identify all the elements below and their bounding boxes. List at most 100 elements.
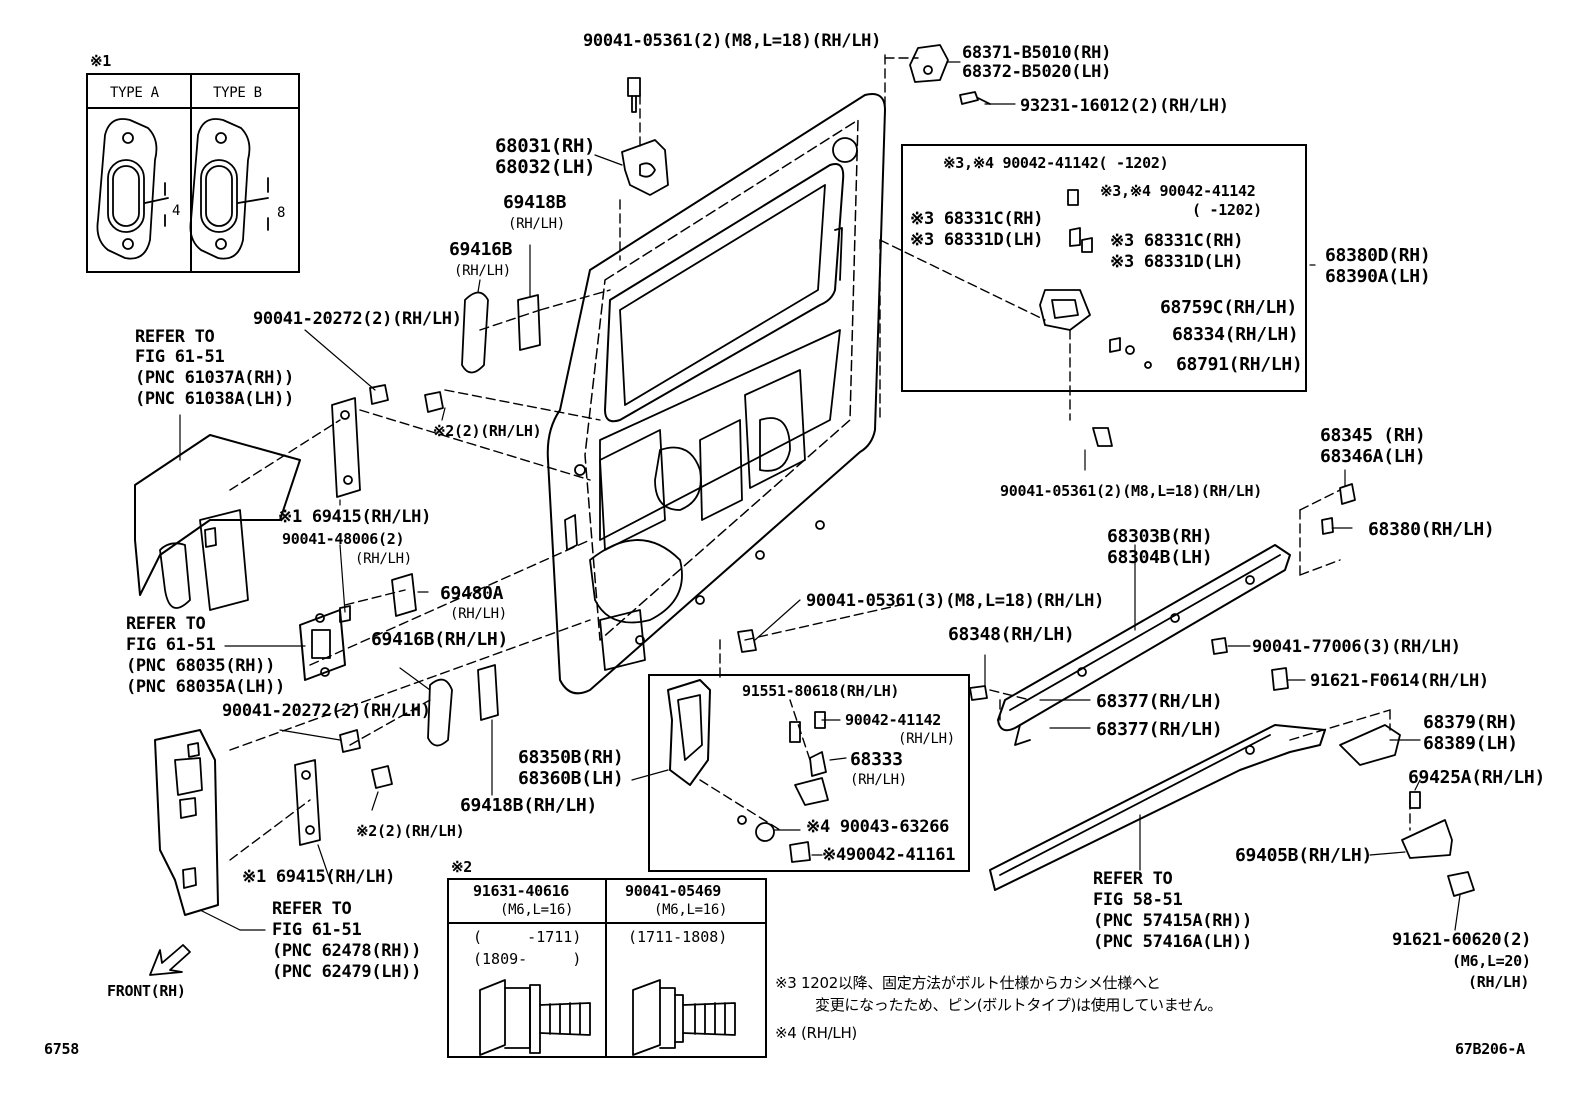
note2-col1-row2: (1809- ) — [473, 950, 582, 968]
label-68331c-right: ※3 68331C(RH) — [1110, 231, 1244, 251]
label-90042-41161: ※490042-41161 — [822, 845, 956, 865]
upper-guide-69416b — [461, 291, 541, 374]
label-69416b-mid: 69416B(RH/LH) — [371, 629, 508, 650]
note4: ※4 (RH/LH) — [775, 1024, 857, 1042]
note2-col2-head: 90041-05469 — [625, 882, 722, 900]
illustration-code: 67B206-A — [1455, 1040, 1525, 1058]
label-68032: 68032(LH) — [495, 156, 596, 178]
label-68350b: 68350B(RH) — [518, 747, 624, 768]
type-a-label: TYPE A — [110, 85, 159, 101]
label-68331c-left: ※3 68331C(RH) — [910, 209, 1044, 229]
figure-number: 6758 — [44, 1040, 79, 1058]
label-refer-61-51-c3: (PNC 62478(RH)) — [272, 941, 422, 961]
label-refer-61-51-a4: (PNC 61038A(LH)) — [135, 389, 294, 409]
label-90042-41142-lower-side: (RH/LH) — [898, 731, 955, 747]
label-68791: 68791(RH/LH) — [1176, 354, 1303, 375]
lower-rear-bracket — [1339, 724, 1475, 897]
type-ab-plates — [96, 118, 269, 260]
label-90041-48006: 90041-48006(2) — [282, 530, 405, 548]
front-direction-label: FRONT(RH) — [107, 982, 186, 1000]
lower-bracket-69415 — [294, 664, 499, 846]
note2-col1-head: 91631-40616 — [473, 882, 570, 900]
striker-plate — [299, 573, 417, 681]
label-68379: 68379(RH) — [1423, 712, 1518, 733]
label-refer-61-51-c2: FIG 61-51 — [272, 920, 362, 940]
note2-col1-spec: (M6,L=16) — [500, 902, 574, 918]
label-90041-20272-top: 90041-20272(2)(RH/LH) — [253, 309, 462, 329]
note2-table — [447, 878, 767, 1058]
label-90043-63266: ※4 90043-63266 — [806, 817, 950, 837]
sliding-door-panel — [546, 93, 886, 695]
label-68331d-right: ※3 68331D(LH) — [1110, 252, 1244, 272]
label-90042-41142-lower: 90042-41142 — [845, 711, 942, 729]
front-arrow-icon — [149, 944, 191, 976]
label-69405b: 69405B(RH/LH) — [1235, 845, 1372, 866]
label-refer-61-51-c4: (PNC 62479(LH)) — [272, 962, 422, 982]
label-refer-61-51-c1: REFER TO — [272, 899, 352, 919]
label-refer-58-51-2: FIG 58-51 — [1093, 890, 1183, 910]
label-68304b: 68304B(LH) — [1107, 547, 1213, 568]
type-a-dim: 4 — [172, 203, 181, 219]
label-refer-61-51-a1: REFER TO — [135, 327, 215, 347]
upper-bracket-69415 — [331, 384, 444, 498]
label-68303b: 68303B(RH) — [1107, 526, 1213, 547]
label-note2-bolt-top: ※2(2)(RH/LH) — [433, 422, 542, 440]
note1-box — [86, 73, 300, 273]
label-68371: 68371-B5010(RH) — [962, 43, 1112, 63]
label-90042-a: ※3,※4 90042-41142( -1202) — [943, 154, 1169, 172]
note3-line2: 変更になったため、ピン(ボルトタイプ)は使用していません。 — [815, 996, 1223, 1014]
upper-pillar-section — [134, 434, 301, 611]
label-68333: 68333 — [850, 749, 903, 770]
lower-rail — [989, 724, 1326, 891]
label-69418b-top: 69418B — [503, 192, 567, 213]
label-68377-a: 68377(RH/LH) — [1096, 691, 1223, 712]
label-90041-05361-mid: 90041-05361(2)(M8,L=18)(RH/LH) — [1000, 482, 1262, 500]
label-69480a-side: (RH/LH) — [450, 606, 507, 622]
label-69480a: 69480A — [440, 583, 504, 604]
label-refer-61-51-b3: (PNC 68035(RH)) — [126, 656, 276, 676]
label-68333-side: (RH/LH) — [850, 772, 907, 788]
label-refer-61-51-a3: (PNC 61037A(RH)) — [135, 368, 294, 388]
label-68331d-left: ※3 68331D(LH) — [910, 230, 1044, 250]
label-93231: 93231-16012(2)(RH/LH) — [1020, 96, 1229, 116]
label-91621-60620-side: (RH/LH) — [1468, 973, 1530, 991]
type-b-label: TYPE B — [213, 85, 262, 101]
lower-pillar-section — [154, 729, 219, 916]
label-68346a: 68346A(LH) — [1320, 446, 1426, 467]
label-90041-20272-lower: 90041-20272(2)(RH/LH) — [222, 701, 431, 721]
label-91621-60620-spec: (M6,L=20) — [1452, 952, 1531, 970]
upper-roller-bracket — [909, 44, 991, 105]
rear-stopper — [1321, 483, 1356, 535]
label-refer-61-51-b2: FIG 61-51 — [126, 635, 216, 655]
label-90041-77006: 90041-77006(3)(RH/LH) — [1252, 637, 1461, 657]
leader-lines — [229, 54, 1411, 861]
label-68390a: 68390A(LH) — [1325, 266, 1431, 287]
label-69425a: 69425A(RH/LH) — [1408, 767, 1545, 788]
label-91551: 91551-80618(RH/LH) — [742, 682, 900, 700]
note2-bolts — [479, 979, 736, 1056]
label-69418b-top-side: (RH/LH) — [508, 216, 565, 232]
label-69416b-top-side: (RH/LH) — [454, 263, 511, 279]
note2-col2-row1: (1711-1808) — [628, 928, 728, 946]
center-roller-assembly — [1039, 189, 1152, 447]
type-b-dim: 8 — [277, 205, 286, 221]
note2-mark: ※2 — [451, 858, 472, 876]
label-note2-bolt-lower: ※2(2)(RH/LH) — [356, 822, 465, 840]
label-68345: 68345 (RH) — [1320, 425, 1426, 446]
label-69415-top: ※1 69415(RH/LH) — [278, 507, 432, 527]
note2-col1-row1: ( -1711) — [473, 928, 582, 946]
note3-line1: ※3 1202以降、固定方法がボルト仕様からカシメ仕様へと — [775, 974, 1161, 992]
label-91621-f0614: 91621-F0614(RH/LH) — [1310, 671, 1489, 691]
small-bolts — [737, 629, 1289, 701]
center-roller-detail-box — [901, 144, 1307, 392]
label-90042-b: ※3,※4 90042-41142 — [1100, 182, 1256, 200]
label-90042-b-range: ( -1202) — [1192, 201, 1262, 219]
label-69415-lower: ※1 69415(RH/LH) — [242, 867, 396, 887]
label-68360b: 68360B(LH) — [518, 768, 624, 789]
lower-arm-detail-box — [648, 674, 970, 872]
label-refer-58-51-1: REFER TO — [1093, 869, 1173, 889]
label-90041-05361-lower: 90041-05361(3)(M8,L=18)(RH/LH) — [806, 591, 1105, 611]
label-68348: 68348(RH/LH) — [948, 624, 1075, 645]
